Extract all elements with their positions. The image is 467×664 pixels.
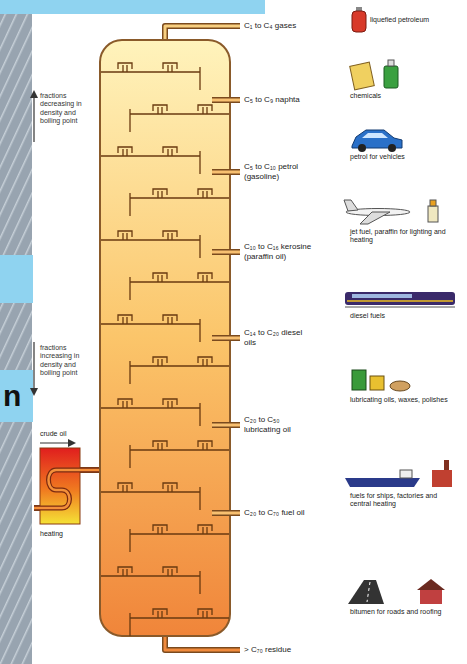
car-window [362, 133, 388, 138]
pipe [212, 100, 240, 513]
oil-can [352, 370, 366, 390]
car-icon [352, 130, 402, 152]
heater-coil [34, 470, 102, 508]
fraction-label: C₂₀ to C₇₀ fuel oil [244, 508, 316, 518]
product-caption: fuels for ships, factories and central h… [350, 492, 460, 509]
heater [40, 448, 80, 524]
wheel [388, 144, 396, 152]
tray [130, 357, 229, 384]
fraction-label: > C₇₀ residue [244, 645, 316, 655]
train-windows [352, 294, 412, 298]
ship-icon [345, 460, 452, 487]
gas-cylinder [352, 11, 366, 32]
note-text: fractions increasing in density and boil… [40, 344, 96, 378]
background-photo [0, 0, 32, 664]
fraction-label: C₁ to C₄ gases [244, 21, 316, 31]
tray [130, 609, 229, 636]
product-caption: petrol for vehicles [350, 153, 460, 161]
product-caption: lubricating oils, waxes, polishes [350, 396, 460, 404]
feed-arrow [40, 442, 74, 443]
fraction-label: C₂₀ to C₅₀ lubricating oil [244, 415, 316, 434]
bag [350, 62, 375, 90]
slide-box [0, 255, 33, 303]
tray [101, 483, 200, 510]
train-icon [345, 292, 455, 307]
up-arrow [33, 92, 34, 142]
note-text: fractions decreasing in density and boil… [40, 92, 96, 126]
tray [101, 567, 200, 594]
product-caption: jet fuel, paraffin for lighting and heat… [350, 228, 460, 245]
fraction-label: C₅ to C₉ naphta [244, 95, 316, 105]
wax-tin [370, 376, 384, 390]
wheel [358, 144, 366, 152]
tray [101, 63, 200, 90]
tray [101, 399, 200, 426]
ship-bridge [400, 470, 412, 478]
fraction-label: C₁₀ to C₁₆ kerosine (paraffin oil) [244, 242, 316, 261]
chimney [444, 460, 449, 470]
roof [417, 579, 445, 590]
trays [101, 63, 229, 636]
polish-tin [390, 381, 410, 391]
pipe [212, 100, 240, 513]
outlet-pipes [212, 100, 240, 513]
road [348, 580, 384, 604]
product-caption: diesel fuels [350, 312, 460, 320]
tray [130, 273, 229, 300]
heater-label: heating [40, 530, 90, 538]
heater-coil [34, 470, 102, 508]
fraction-label: C₅ to C₁₀ petrol (gasoline) [244, 162, 316, 181]
bottle-cap [388, 60, 394, 66]
feed-label: crude oil [40, 430, 100, 438]
bottle [384, 66, 398, 88]
tray [101, 147, 200, 174]
fractionating-column [100, 40, 230, 636]
lpg-icon [352, 7, 366, 32]
house [420, 590, 442, 604]
tray [101, 231, 200, 258]
factory [432, 470, 452, 487]
slide-letter: n [3, 381, 31, 411]
tray [130, 189, 229, 216]
product-caption: bitumen for roads and roofing [350, 608, 460, 616]
tray [101, 315, 200, 342]
lamp [428, 206, 438, 222]
ship-hull [345, 478, 420, 487]
slide-box [0, 370, 33, 422]
train-stripe [347, 300, 453, 302]
lubricants-icon [352, 370, 410, 391]
fraction-label: C₁₄ to C₂₀ diesel oils [244, 328, 316, 347]
down-arrow [33, 342, 34, 394]
tray [130, 105, 229, 132]
product-caption: chemicals [350, 92, 460, 100]
tray [130, 441, 229, 468]
wing [360, 212, 390, 224]
tail [344, 200, 358, 211]
road-icon [348, 579, 445, 604]
tray [130, 525, 229, 552]
jet-icon [344, 200, 438, 224]
rail [345, 307, 455, 308]
slide-bar [0, 0, 265, 14]
pipes [34, 26, 240, 650]
lamp-flame [430, 200, 436, 206]
train-body [345, 292, 455, 305]
chemicals-icon [350, 60, 398, 90]
road-marking [367, 582, 370, 602]
product-caption: liquefied petroleum [370, 16, 462, 24]
